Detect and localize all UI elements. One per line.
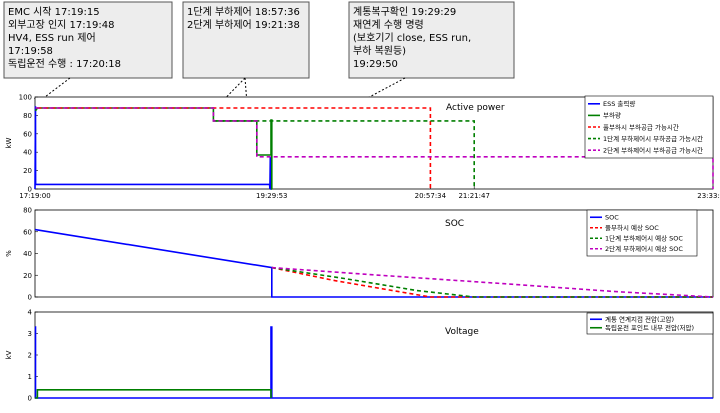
y-tick-label: 0 — [28, 186, 32, 194]
callout-text: 2단계 부하제어 19:21:38 — [187, 18, 300, 31]
y-tick-label: 100 — [19, 94, 32, 102]
series-line-1 — [34, 106, 272, 190]
y-tick-label: 40 — [23, 250, 32, 258]
legend-label: 부하량 — [603, 111, 621, 120]
series-line-1 — [34, 326, 713, 399]
callout-arrow — [36, 77, 71, 104]
legend-label: 1단계 부하제어시 예상 SOC — [605, 234, 683, 243]
callout-box — [182, 1, 310, 79]
series-line-2 — [35, 388, 272, 399]
y-tick-label: 3 — [28, 330, 32, 338]
legend-label: 2단계 부하제어시 부하공급 가능시간 — [603, 146, 703, 155]
y-axis-label: kV — [5, 350, 13, 359]
callout-text: (보호기기 close, ESS run, — [353, 32, 471, 44]
legend-box — [586, 312, 714, 335]
y-axis-label: kW — [5, 137, 13, 148]
series-line-3 — [37, 107, 432, 189]
y-tick-label: 20 — [23, 272, 32, 280]
x-tick-label: 19:29:53 — [256, 192, 287, 200]
chart-panel-1: 0 20 40 60 80 100 kW 17:19:00 19:29:53 20:57:34 21… — [5, 94, 720, 201]
x-tick-label: 17:19:00 — [19, 192, 50, 200]
y-tick-label: 40 — [23, 149, 32, 157]
series-line-4 — [213, 120, 476, 189]
legend-label: 풀부하시 부하공급 가능시간 — [603, 122, 679, 131]
callout-text: 독립운전 수행 : 17:20:18 — [8, 57, 121, 70]
callout-text: 재연계 수행 명령 — [353, 19, 424, 31]
chart-title: Active power — [446, 103, 505, 113]
y-tick-label: 0 — [28, 395, 32, 403]
y-tick-label: 2 — [28, 352, 32, 360]
callout-text: 부하 복원등) — [353, 44, 406, 57]
y-axis-label: % — [5, 250, 13, 257]
legend-label: 풀부하시 예상 SOC — [605, 223, 659, 232]
x-tick-label: 23:33:48 — [697, 192, 720, 200]
y-tick-label: 0 — [28, 294, 32, 302]
y-tick-label: 80 — [23, 207, 32, 215]
legend-label: 2단계 부하제어시 예상 SOC — [605, 244, 683, 253]
chart-panel-3: 0 1 2 3 4 kV Voltage 계통 연계지점 전압(고압)독립운전 포인트 내부 … — [5, 309, 714, 403]
callout-text: 19:29:50 — [353, 59, 398, 70]
chart-title: Voltage — [445, 327, 479, 337]
callout-text: 계통복구확인 19:29:29 — [353, 6, 456, 18]
callout-text: 17:19:58 — [8, 46, 53, 57]
legend-label: 1단계 부하제어시 부하공급 가능시간 — [603, 134, 703, 143]
series-line-1 — [34, 228, 713, 298]
series-line-5 — [35, 107, 714, 189]
callout-text: EMC 시작 17:19:15 — [8, 6, 100, 18]
callout-box — [3, 1, 173, 79]
y-tick-label: 60 — [23, 130, 32, 138]
callout-text: 외부고장 인지 17:19:48 — [8, 19, 114, 31]
series-line-4 — [271, 266, 714, 298]
y-tick-label: 4 — [28, 309, 33, 317]
x-tick-label: 21:21:47 — [458, 192, 489, 200]
legend-label: SOC — [605, 214, 619, 222]
callout-text: 1단계 부하제어 18:57:36 — [187, 5, 300, 18]
legend-box — [584, 95, 714, 159]
legend-label: 독립운전 포인트 내부 전압(저압) — [605, 323, 694, 332]
callout-box — [348, 1, 515, 79]
y-tick-label: 20 — [23, 167, 32, 175]
y-tick-label: 1 — [28, 373, 32, 381]
legend: 계통 연계지점 전압(고압)독립운전 포인트 내부 전압(저압) — [586, 312, 714, 335]
y-tick-label: 80 — [23, 112, 32, 120]
legend-box — [586, 209, 698, 257]
y-tick-label: 60 — [23, 228, 32, 236]
callout-text: HV4, ESS run 제어 — [8, 32, 96, 44]
legend-label: 계통 연계지점 전압(고압) — [605, 315, 674, 324]
chart-title: SOC — [445, 219, 464, 229]
x-tick-label: 20:57:34 — [415, 192, 447, 200]
legend-label: ESS 출력량 — [603, 99, 635, 108]
